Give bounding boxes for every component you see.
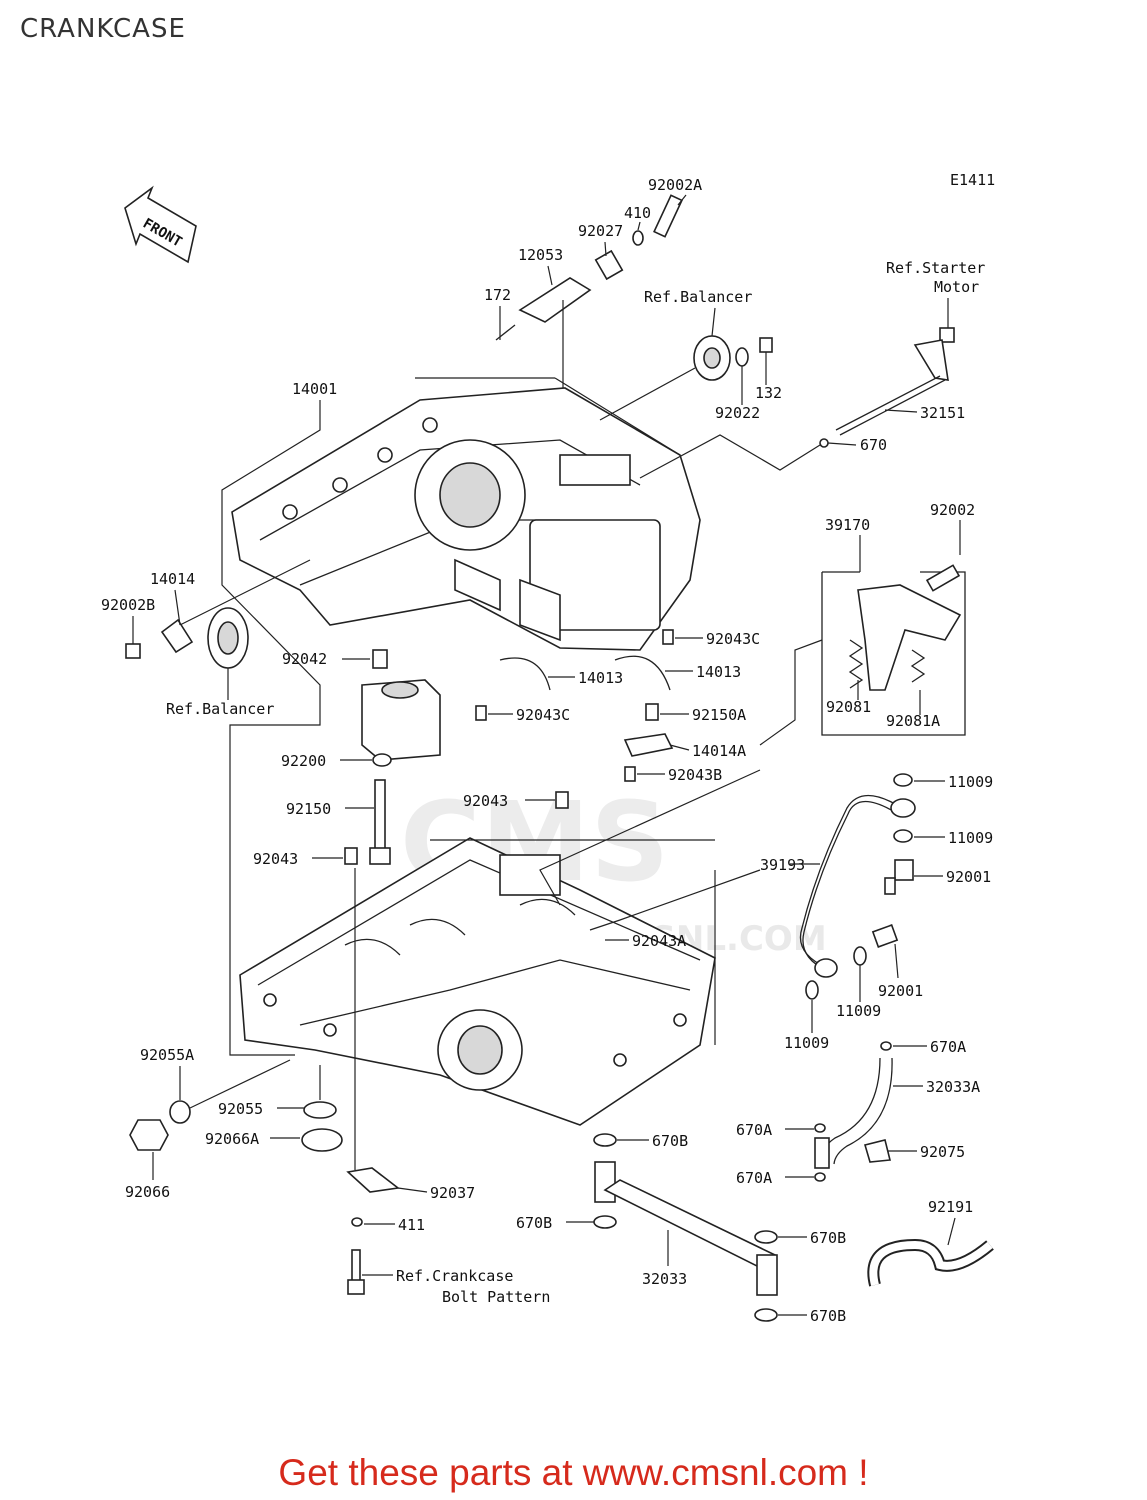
callout-39170: 39170 [825,516,870,534]
callout-32033: 32033 [642,1270,687,1288]
callout-14014: 14014 [150,570,195,588]
callout-670: 670 [860,436,887,454]
page-title: CRANKCASE [20,14,186,44]
callout-12053: 12053 [518,246,563,264]
bolt-and-plate-bottom [346,1167,400,1295]
callout-92043c-a: 92043C [706,630,760,648]
callout-92002a: 92002A [648,176,702,194]
footer-link[interactable]: Get these parts at www.cmsnl.com ! [278,1452,869,1493]
balancer-bearing-left [125,559,311,669]
ref-balancer-top: Ref.Balancer [644,288,752,306]
ref-crankcase-line2: Bolt Pattern [442,1288,550,1306]
callout-92022: 92022 [715,404,760,422]
callout-92001-a: 92001 [946,868,991,886]
chain-guide-assembly [821,564,966,736]
callout-92043b: 92043B [668,766,722,784]
ref-crankcase-line1: Ref.Crankcase [396,1267,513,1285]
callout-670b-b: 670B [516,1214,552,1232]
callout-14014a: 14014A [692,742,746,760]
callout-92066a: 92066A [205,1130,259,1148]
oil-pipe-39193 [799,773,916,1000]
oil-pipe-32033a [814,1041,893,1182]
callout-92081a: 92081A [886,712,940,730]
callout-92002: 92002 [930,501,975,519]
callout-670b-a: 670B [652,1132,688,1150]
callout-92075: 92075 [920,1143,965,1161]
callout-92055: 92055 [218,1100,263,1118]
callout-670b-c: 670B [810,1229,846,1247]
starter-bracket [819,327,955,448]
callout-92043-a: 92043 [463,792,508,810]
callout-92043c-b: 92043C [516,706,570,724]
ref-starter-line2: Motor [934,278,979,296]
callout-411: 411 [398,1216,425,1234]
figure-code: E1411 [950,171,995,189]
callout-92066: 92066 [125,1183,170,1201]
callout-92150a: 92150A [692,706,746,724]
lower-crankcase [239,837,716,1126]
callout-32151: 32151 [920,404,965,422]
callout-92043a: 92043A [632,932,686,950]
callout-92081: 92081 [826,698,871,716]
callout-14013-b: 14013 [696,663,741,681]
bearing-cap-and-bolt [361,679,441,865]
ref-balancer-left: Ref.Balancer [166,700,274,718]
callout-11009-b: 11009 [948,829,993,847]
callout-670b-d: 670B [810,1307,846,1325]
oil-pipe-top-parts [495,194,683,341]
callout-670a-c: 670A [736,1169,772,1187]
callout-11009-c: 11009 [836,1002,881,1020]
upper-crankcase [231,387,701,651]
callout-92043-b: 92043 [253,850,298,868]
callout-39193: 39193 [760,856,805,874]
callout-14013-a: 14013 [578,669,623,687]
callout-92200: 92200 [281,752,326,770]
callout-32033a: 32033A [926,1078,980,1096]
callout-410: 410 [624,204,651,222]
callout-92191: 92191 [928,1198,973,1216]
callout-92027: 92027 [578,222,623,240]
callout-172: 172 [484,286,511,304]
callout-92001-b: 92001 [878,982,923,1000]
callout-92055a: 92055A [140,1046,194,1064]
callout-670a-a: 670A [930,1038,966,1056]
callout-14001: 14001 [292,380,337,398]
front-arrow-icon: FRONT [124,185,197,264]
callout-92037: 92037 [430,1184,475,1202]
oil-pipe-32033 [593,1133,778,1322]
callout-670a-b: 670A [736,1121,772,1139]
ref-starter-line1: Ref.Starter [886,259,985,277]
callout-11009-a: 11009 [948,773,993,791]
callout-92150: 92150 [286,800,331,818]
drain-plug-parts [129,1100,343,1152]
hose-92191 [867,1238,994,1287]
callout-92002b: 92002B [101,596,155,614]
callout-92042: 92042 [282,650,327,668]
callout-132: 132 [755,384,782,402]
callout-11009-d: 11009 [784,1034,829,1052]
